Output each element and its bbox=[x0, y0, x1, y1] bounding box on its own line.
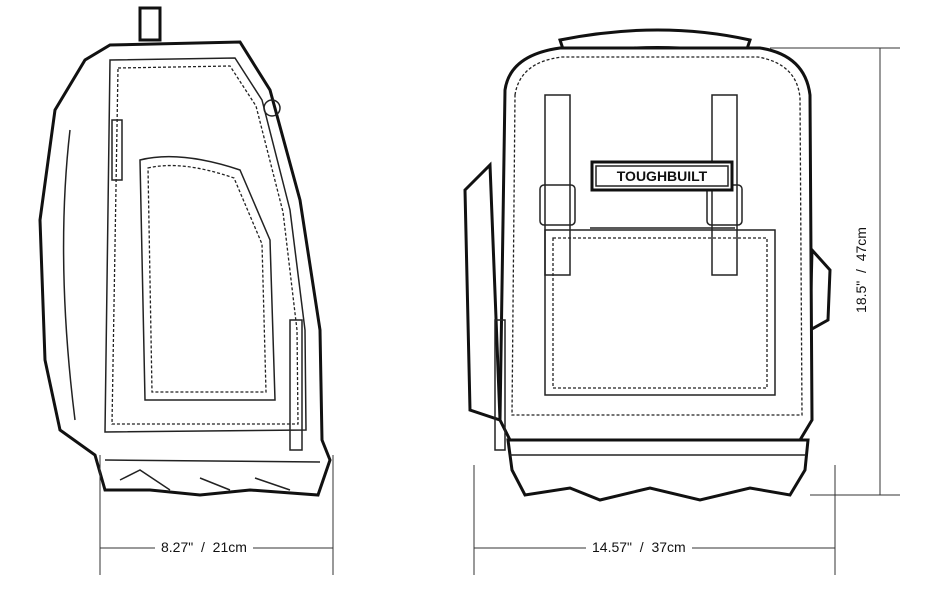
toughbuilt-logo: TOUGHBUILT bbox=[617, 168, 708, 184]
height-dimension-label: 18.5" / 47cm bbox=[852, 221, 869, 319]
width-dimension-label: 14.57" / 37cm bbox=[586, 539, 692, 555]
backpack-front-view: TOUGHBUILT bbox=[463, 28, 832, 502]
backpack-side-view bbox=[38, 6, 332, 497]
depth-dimension-label: 8.27" / 21cm bbox=[155, 539, 253, 555]
